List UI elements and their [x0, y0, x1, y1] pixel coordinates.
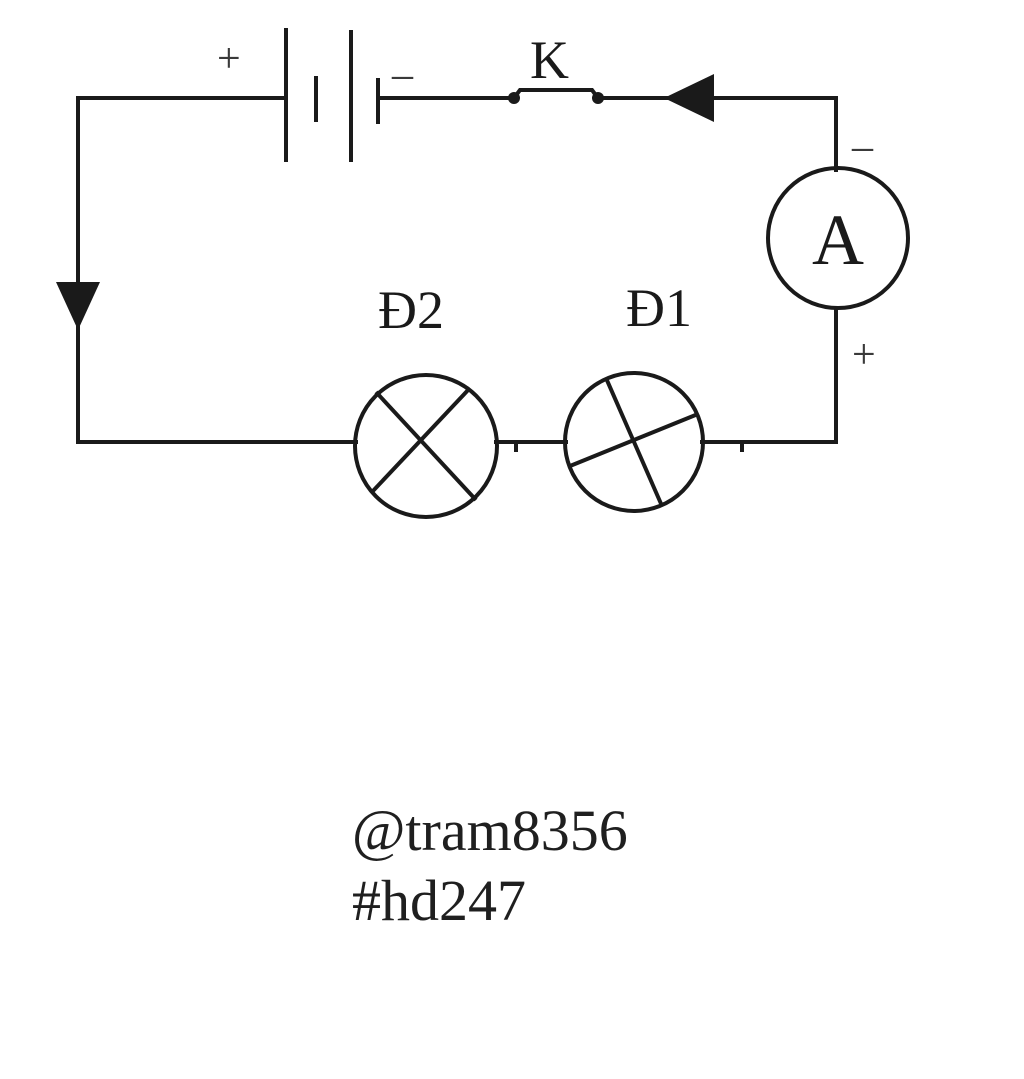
- lamp-d1-circle: [563, 371, 705, 513]
- ammeter-label: A: [812, 200, 864, 280]
- ammeter-circle: [766, 166, 910, 310]
- lamp-d1: [563, 371, 705, 513]
- current-arrow-left-icon: [56, 282, 100, 330]
- battery-symbol: [284, 28, 380, 162]
- lamp-d2-circle: [353, 373, 499, 519]
- lamp-d2-cross-2: [370, 386, 472, 494]
- switch-label: K: [530, 30, 569, 90]
- lamp-d1-label: Đ1: [626, 278, 692, 338]
- battery-positive-sign: +: [217, 36, 241, 82]
- switch-blade: [512, 88, 600, 100]
- ammeter-positive-sign: +: [852, 332, 876, 378]
- lamp-d2-cross-1: [374, 390, 478, 502]
- lamp-d1-cross-2: [569, 412, 699, 468]
- ammeter: [766, 166, 910, 310]
- ammeter-negative-sign: –: [851, 124, 874, 170]
- watermark-line-2: #hd247: [352, 868, 526, 933]
- switch-k: [508, 88, 604, 104]
- battery-negative-sign: –: [391, 52, 414, 98]
- current-arrow-top-icon: [664, 74, 714, 122]
- circuit-wires: [76, 96, 838, 444]
- watermark: @tram8356 #hd247: [352, 796, 628, 936]
- watermark-line-1: @tram8356: [352, 798, 628, 863]
- lamp-d2: [353, 373, 499, 519]
- lamp-d2-label: Đ2: [378, 280, 444, 340]
